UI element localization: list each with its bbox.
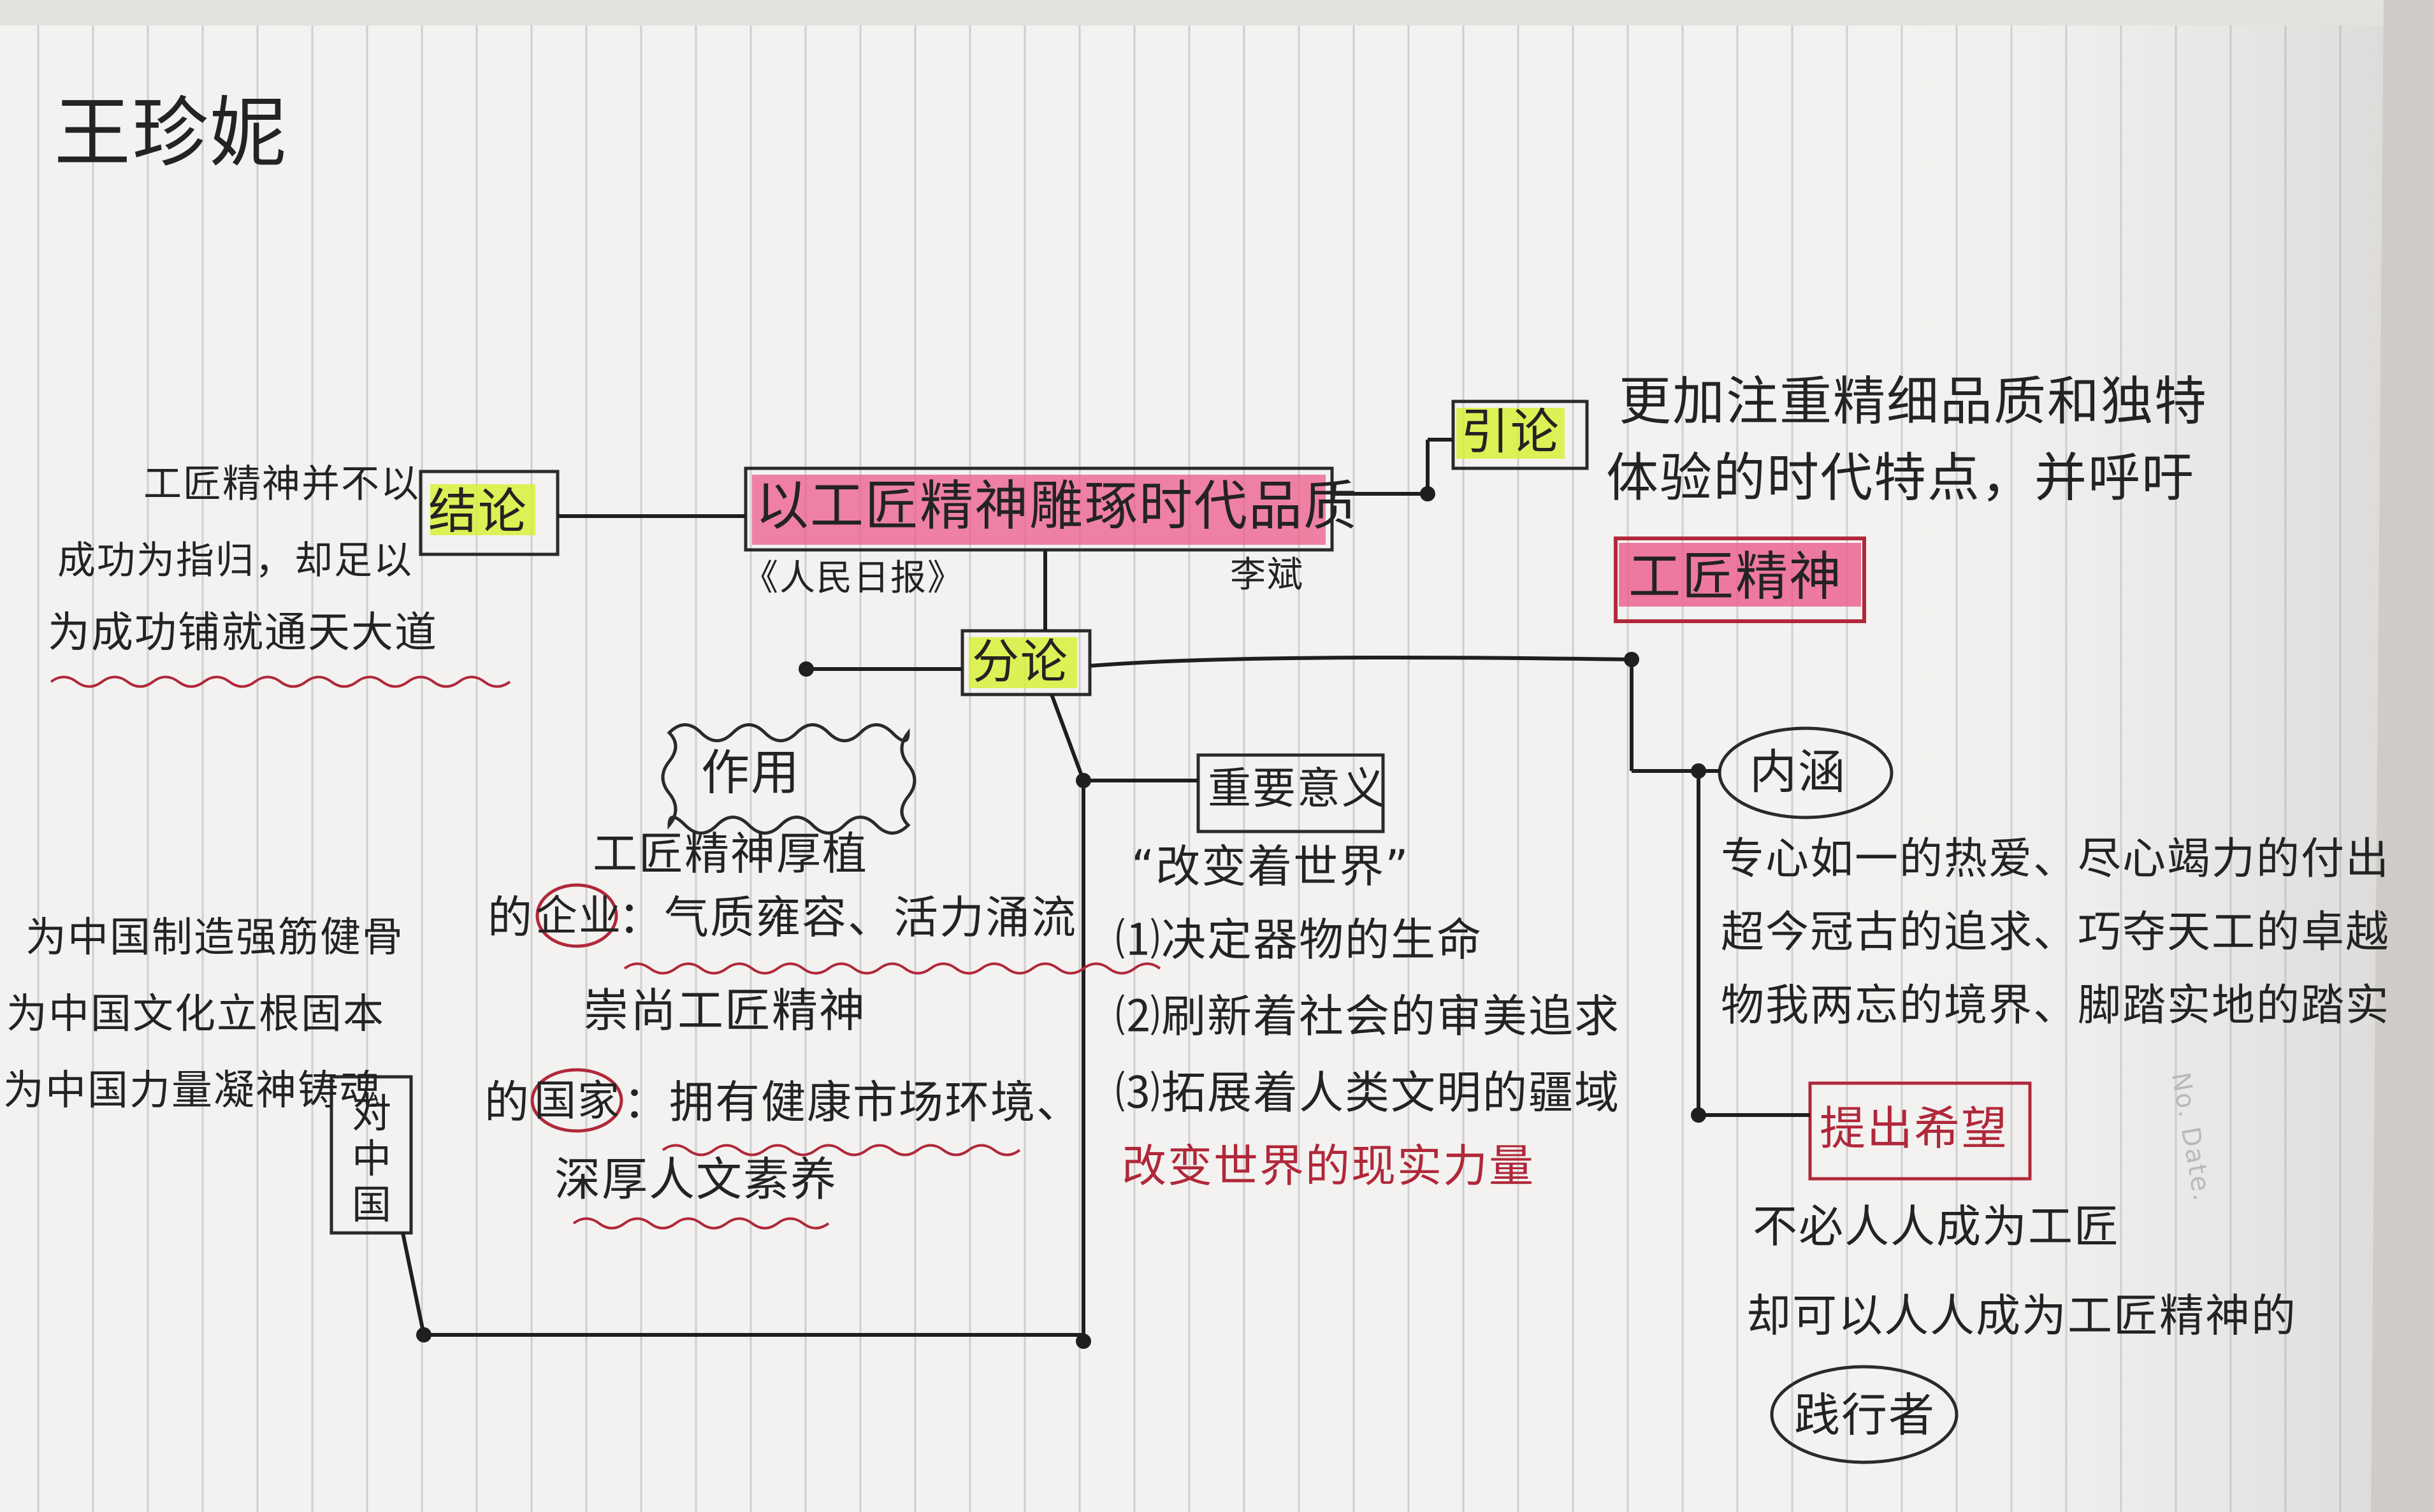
- red-wavy-underlines: [50, 675, 1161, 1230]
- zhongyao-item2: ⑵刷新着社会的审美追求: [1115, 990, 1620, 1042]
- zhongyao-highlight: 改变世界的现实力量: [1122, 1140, 1535, 1192]
- zhongyao-item3: ⑶拓展着人类文明的疆域: [1115, 1067, 1620, 1119]
- fenlun-box: [960, 629, 1092, 696]
- xiwang-line3: 践行者: [1794, 1388, 1936, 1442]
- yinlun-label: 引论: [1461, 403, 1560, 460]
- zhongyao-quote: “改变着世界”: [1131, 840, 1410, 893]
- zuoyong-wavy-box: [661, 723, 916, 835]
- qiye-text: ：气质雍容、活力涌流: [618, 891, 1077, 944]
- dui-zhongguo-item1: 为中国制造强筋健骨: [25, 914, 404, 961]
- zhongyao-label: 重要意义: [1208, 764, 1387, 814]
- yinlun-line2: 体验的时代特点，并呼吁: [1606, 448, 2196, 508]
- xiwang-label: 提出希望: [1820, 1102, 2009, 1155]
- guojia-text: ：拥有健康市场环境、: [623, 1076, 1082, 1128]
- qiye-circle: [535, 883, 618, 948]
- neihan-line2: 超今冠古的追求、巧夺天工的卓越: [1721, 907, 2391, 958]
- guojia-circle: [530, 1068, 623, 1133]
- fenlun-highlight: [969, 637, 1077, 688]
- title-highlight: [752, 475, 1326, 545]
- guojia-text2: 深厚人文素养: [554, 1153, 838, 1206]
- jielun-label: 结论: [428, 483, 528, 540]
- dui-zhongguo-label: 对中国: [351, 1090, 391, 1228]
- jielun-box: [419, 470, 560, 556]
- jielun-line1: 工匠精神并不以: [143, 462, 420, 507]
- dui-zhongguo-item2: 为中国文化立根固本: [6, 991, 385, 1038]
- neihan-line1: 专心如一的热爱、尽心竭力的付出: [1721, 834, 2391, 884]
- xiwang-line1: 不必人人成为工匠: [1753, 1200, 2120, 1253]
- author-name: 王珍妮: [54, 89, 287, 178]
- guojia-word: 国家: [534, 1076, 621, 1125]
- jianxing-circle: [1770, 1365, 1959, 1464]
- keyword-box: [1614, 536, 1866, 623]
- jielun-line3: 为成功铺就通天大道: [48, 608, 438, 657]
- dui-zhongguo-box: [330, 1075, 413, 1235]
- writer: 李斌: [1230, 554, 1304, 596]
- yinlun-box: [1451, 400, 1589, 470]
- qiye-word: 企业: [535, 891, 622, 940]
- qiye-prefix: 的: [488, 891, 533, 944]
- yinlun-line1: 更加注重精细品质和独特: [1619, 371, 2208, 432]
- chongshang: 崇尚工匠精神: [583, 984, 867, 1037]
- title: 以工匠精神雕琢时代品质: [755, 475, 1359, 537]
- jielun-highlight: [430, 484, 535, 535]
- zuoyong-head: 工匠精神厚植: [593, 828, 868, 880]
- guojia-prefix: 的: [484, 1076, 530, 1128]
- fenlun-label: 分论: [972, 635, 1069, 689]
- dui-zhongguo-item3: 为中国力量凝神铸魂: [3, 1067, 382, 1114]
- xiwang-line2: 却可以人人成为工匠精神的: [1746, 1290, 2297, 1342]
- zuoyong-label: 作用: [701, 744, 800, 801]
- yinlun-highlight: [1456, 408, 1565, 459]
- yinlun-keyword: 工匠精神: [1628, 547, 1843, 607]
- connector-dots: [416, 486, 1706, 1349]
- neihan-line3: 物我两忘的境界、脚踏实地的踏实: [1721, 981, 2391, 1031]
- source: 《人民日报》: [743, 558, 964, 599]
- keyword-highlight: [1619, 543, 1861, 607]
- connector-lines: [401, 438, 1810, 1341]
- title-box: [744, 466, 1334, 552]
- jielun-line2: 成功为指归，却足以: [57, 538, 413, 583]
- xiwang-box: [1808, 1081, 2032, 1181]
- zhongyao-item1: ⑴决定器物的生命: [1115, 914, 1482, 966]
- zhongyao-box: [1196, 753, 1385, 833]
- neihan-label: 内涵: [1749, 745, 1846, 800]
